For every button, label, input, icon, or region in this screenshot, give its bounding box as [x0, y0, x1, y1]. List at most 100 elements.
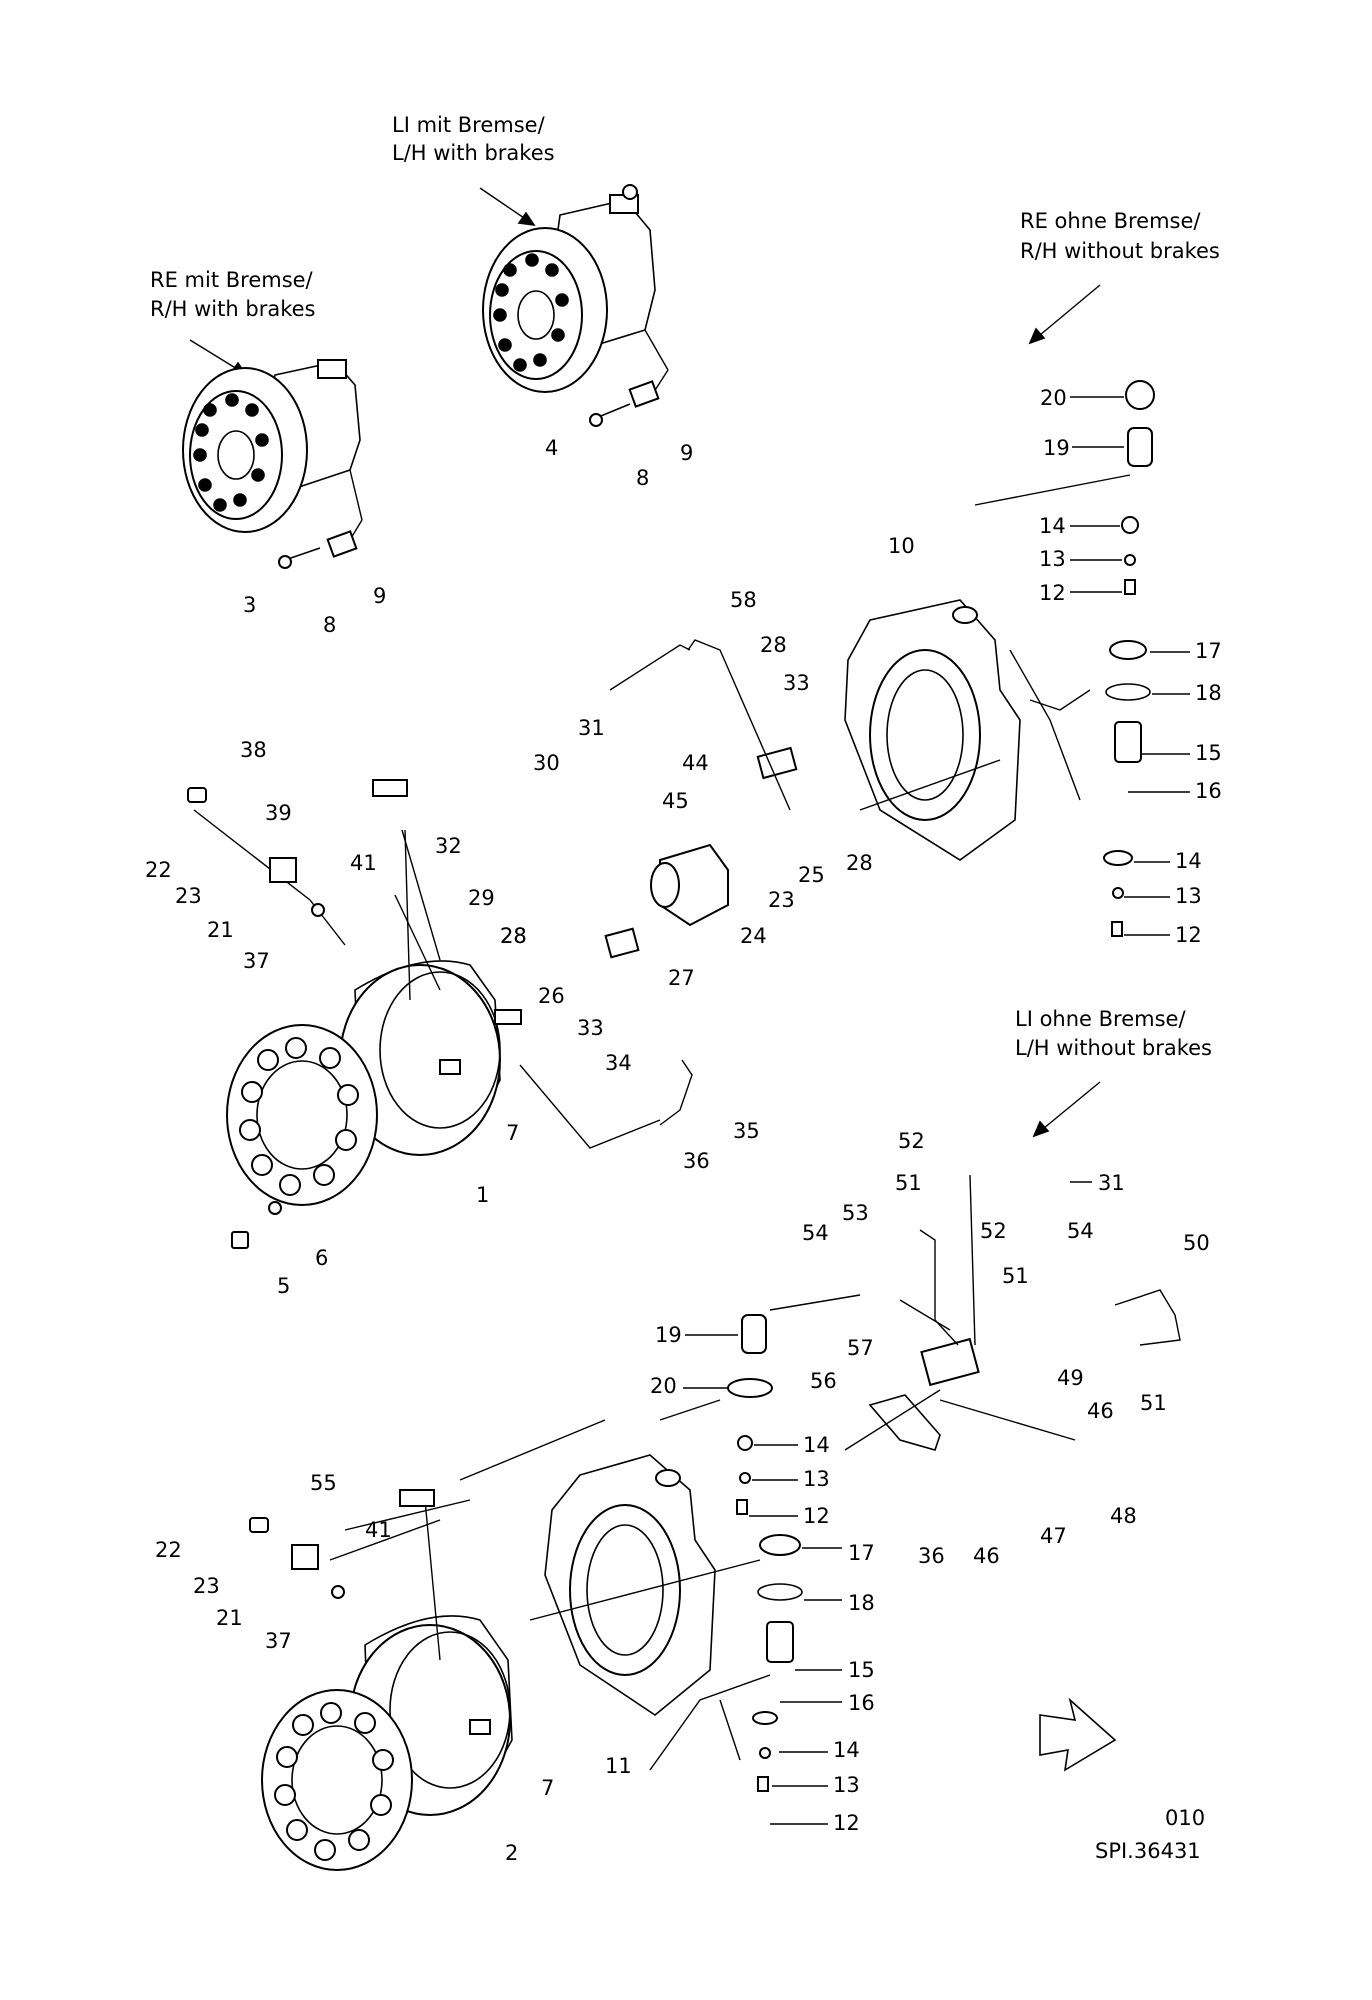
callout-22a: 22 [145, 858, 172, 882]
drawing-number: SPI.36431 [1095, 1839, 1201, 1863]
callout-28a: 28 [760, 633, 787, 657]
svg-text:L/H with brakes: L/H with brakes [392, 141, 555, 165]
mounting-frame-11 [544, 1454, 716, 1716]
caption-lh-without-brakes: LI ohne Bremse/ L/H without brakes [1015, 1007, 1212, 1138]
callout-37a: 37 [243, 949, 270, 973]
valve-block-26 [604, 927, 640, 959]
callout-23c: 23 [768, 888, 795, 912]
callout-53: 53 [842, 1201, 869, 1225]
valve-block-44 [756, 746, 798, 780]
callout-31b: 31 [1098, 1171, 1125, 1195]
wheel-hub-rh-with-brakes [182, 359, 363, 569]
callout-23a: 23 [175, 884, 202, 908]
callout-52b: 52 [980, 1219, 1007, 1243]
callout-21b: 21 [216, 1606, 243, 1630]
callout-7: 7 [506, 1121, 519, 1145]
callout-12b: 12 [1175, 923, 1202, 947]
hydraulic-pump-24 [650, 843, 729, 927]
callout-14c: 14 [803, 1433, 830, 1457]
callout-38: 38 [240, 738, 267, 762]
callout-19b: 19 [655, 1323, 682, 1347]
callout-32: 32 [435, 834, 462, 858]
callout-54a: 54 [802, 1221, 829, 1245]
caption-rh-without-brakes: RE ohne Bremse/ R/H without brakes [1020, 209, 1220, 345]
callout-28b: 28 [846, 851, 873, 875]
fittings [187, 380, 1155, 1792]
arrow-down-right-icon [1039, 1697, 1117, 1772]
callout-3: 3 [243, 593, 256, 617]
callout-22b: 22 [155, 1538, 182, 1562]
callout-35: 35 [733, 1119, 760, 1143]
callout-15a: 15 [1195, 741, 1222, 765]
callout-55: 55 [310, 1471, 337, 1495]
callout-13a: 13 [1039, 547, 1066, 571]
callout-16a: 16 [1195, 779, 1222, 803]
callout-13c: 13 [803, 1467, 830, 1491]
callout-23b: 23 [193, 1574, 220, 1598]
callout-17a: 17 [1195, 639, 1222, 663]
callout-18b: 18 [848, 1591, 875, 1615]
callout-numbers: 1 2 3 4 5 6 7 7 8 8 9 9 10 11 12 12 12 1… [145, 386, 1222, 1865]
valve-block-57 [920, 1337, 980, 1387]
callout-2: 2 [505, 1841, 518, 1865]
callout-28d: 28 [500, 924, 527, 948]
callout-20a: 20 [1040, 386, 1067, 410]
svg-text:LI ohne Bremse/: LI ohne Bremse/ [1015, 1007, 1186, 1031]
caption-rh-with-brakes: RE mit Bremse/ R/H with brakes [150, 268, 315, 377]
callout-7b: 7 [541, 1776, 554, 1800]
callout-24: 24 [740, 924, 767, 948]
callout-8: 8 [323, 613, 336, 637]
callout-12c: 12 [803, 1504, 830, 1528]
callout-45: 45 [662, 789, 689, 813]
svg-text:R/H with brakes: R/H with brakes [150, 297, 315, 321]
caption-lh-with-brakes: LI mit Bremse/ L/H with brakes [392, 113, 555, 227]
callout-25: 25 [798, 863, 825, 887]
callout-41a: 41 [350, 851, 377, 875]
callout-21a: 21 [207, 918, 234, 942]
callout-57: 57 [847, 1336, 874, 1360]
callout-12d: 12 [833, 1811, 860, 1835]
wheel-hub-1 [226, 960, 522, 1206]
callout-14b: 14 [1175, 849, 1202, 873]
callout-49: 49 [1057, 1366, 1084, 1390]
callout-56: 56 [810, 1369, 837, 1393]
callout-12a: 12 [1039, 581, 1066, 605]
callout-51c: 51 [1140, 1391, 1167, 1415]
callout-37b: 37 [265, 1629, 292, 1653]
callout-30: 30 [533, 751, 560, 775]
callout-8b: 8 [636, 466, 649, 490]
callout-41b: 41 [365, 1518, 392, 1542]
wheel-hub-2 [261, 1615, 513, 1871]
callout-33a: 33 [783, 671, 810, 695]
bracket-56 [868, 1394, 941, 1451]
callout-28c: 28 [500, 924, 527, 948]
callout-9: 9 [373, 584, 386, 608]
callout-51b: 51 [1002, 1264, 1029, 1288]
callout-4: 4 [545, 436, 558, 460]
callout-15b: 15 [848, 1658, 875, 1682]
callout-36a: 36 [683, 1149, 710, 1173]
leader-lines [683, 396, 1190, 1825]
callout-27: 27 [668, 966, 695, 990]
callout-33b: 33 [577, 1016, 604, 1040]
callout-13d: 13 [833, 1773, 860, 1797]
svg-text:R/H without brakes: R/H without brakes [1020, 239, 1220, 263]
callout-14d: 14 [833, 1738, 860, 1762]
callout-54b: 54 [1067, 1219, 1094, 1243]
callout-10: 10 [888, 534, 915, 558]
callout-34: 34 [605, 1051, 632, 1075]
callout-50: 50 [1183, 1231, 1210, 1255]
callout-48: 48 [1110, 1504, 1137, 1528]
callout-31a: 31 [578, 716, 605, 740]
svg-text:RE ohne Bremse/: RE ohne Bremse/ [1020, 209, 1201, 233]
svg-text:RE mit Bremse/: RE mit Bremse/ [150, 268, 314, 292]
svg-text:L/H without brakes: L/H without brakes [1015, 1036, 1212, 1060]
callout-14a: 14 [1039, 514, 1066, 538]
callout-6: 6 [315, 1246, 328, 1270]
callout-11: 11 [605, 1754, 632, 1778]
callout-58: 58 [730, 588, 757, 612]
page-code: 010 [1165, 1806, 1205, 1830]
callout-1: 1 [476, 1183, 489, 1207]
callout-39: 39 [265, 801, 292, 825]
